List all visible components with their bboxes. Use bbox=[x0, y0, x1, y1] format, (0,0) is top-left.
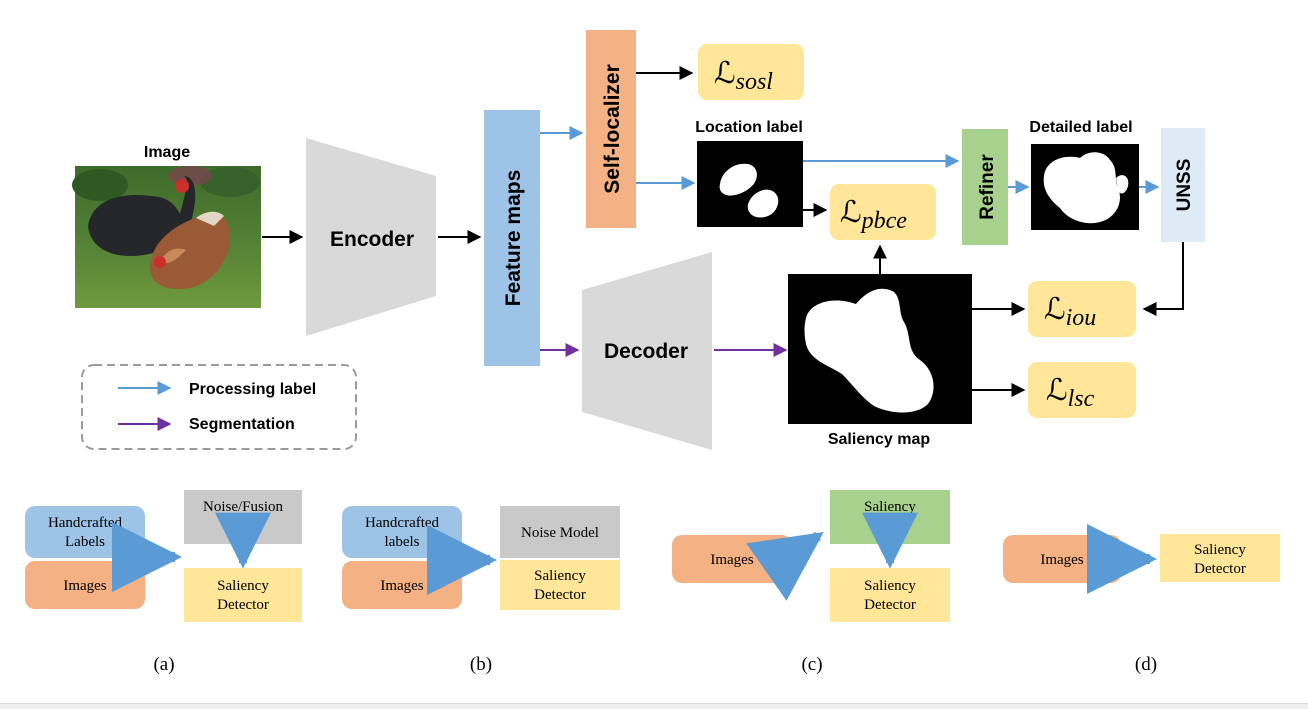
panel-b-detector-line2: Detector bbox=[534, 587, 586, 603]
panel-b-handcrafted-box bbox=[342, 506, 462, 558]
detailed-label-title: Detailed label bbox=[1029, 119, 1132, 136]
self-localizer-label: Self-localizer bbox=[601, 64, 624, 194]
panel-a-handcrafted-box bbox=[25, 506, 145, 558]
panel-b-handcrafted-line1: Handcrafted bbox=[365, 515, 440, 531]
panel-b-model-label: Noise Model bbox=[521, 525, 599, 541]
unss-label: UNSS bbox=[1174, 159, 1195, 212]
page-bottom-border bbox=[0, 703, 1308, 709]
panel-c: Images Saliency Model Saliency Detector … bbox=[672, 490, 950, 675]
panel-a-detector-line1: Saliency bbox=[217, 578, 269, 594]
panel-a-detector-line2: Detector bbox=[217, 597, 269, 613]
saliency-map-title: Saliency map bbox=[828, 431, 931, 448]
loss-sosl-label: ℒsosl bbox=[714, 57, 773, 95]
panel-b-handcrafted-line2: labels bbox=[385, 534, 420, 550]
refiner-label: Refiner bbox=[977, 154, 998, 220]
panel-a-detector-box bbox=[184, 568, 302, 622]
legend-box bbox=[81, 364, 357, 450]
panel-d-detector-line1: Saliency bbox=[1194, 542, 1246, 558]
panel-a: Handcrafted Labels Images Noise/Fusion M… bbox=[25, 490, 302, 675]
feature-maps-label: Feature maps bbox=[502, 170, 525, 307]
panel-b: Handcrafted labels Images Noise Model Sa… bbox=[342, 506, 620, 675]
encoder-label: Encoder bbox=[330, 228, 414, 251]
legend-segmentation-label: Segmentation bbox=[189, 416, 295, 433]
panel-a-handcrafted-line1: Handcrafted bbox=[48, 515, 123, 531]
panel-d-caption: (d) bbox=[1135, 654, 1157, 675]
location-label-mask bbox=[697, 141, 803, 227]
location-label-title: Location label bbox=[695, 119, 803, 136]
loss-iou-label: ℒiou bbox=[1044, 293, 1096, 331]
detailed-label-mask bbox=[1031, 144, 1139, 230]
loss-pbce-label: ℒpbce bbox=[840, 196, 907, 234]
panel-c-images-label: Images bbox=[710, 552, 753, 568]
panel-c-caption: (c) bbox=[801, 654, 822, 675]
panel-a-caption: (a) bbox=[153, 654, 174, 675]
panel-c-model-line1: Saliency bbox=[864, 499, 916, 515]
panel-a-images-label: Images bbox=[63, 578, 106, 594]
panel-b-model-box bbox=[500, 506, 620, 558]
image-title: Image bbox=[144, 144, 190, 161]
panel-c-arrow bbox=[746, 531, 824, 601]
loss-lsc-label: ℒlsc bbox=[1046, 374, 1095, 412]
panel-c-detector-box bbox=[830, 568, 950, 622]
decoder-label: Decoder bbox=[604, 340, 688, 363]
decoder-block bbox=[582, 252, 712, 450]
loss-lsc-box bbox=[1028, 362, 1136, 418]
panel-c-model-line2: Model bbox=[870, 518, 909, 534]
legend-processing-label: Processing label bbox=[189, 381, 316, 398]
panel-d-detector-line2: Detector bbox=[1194, 561, 1246, 577]
panel-c-detector-line1: Saliency bbox=[864, 578, 916, 594]
loss-sosl-box bbox=[698, 44, 804, 100]
self-localizer-block bbox=[586, 30, 636, 228]
panel-c-detector-line2: Detector bbox=[864, 597, 916, 613]
panel-b-detector-box bbox=[500, 560, 620, 610]
panel-b-caption: (b) bbox=[470, 654, 492, 675]
unss-block bbox=[1161, 128, 1205, 242]
panel-b-detector-line1: Saliency bbox=[534, 568, 586, 584]
panel-d-detector-box bbox=[1160, 534, 1280, 582]
panel-d-images-label: Images bbox=[1040, 552, 1083, 568]
feature-maps-block bbox=[484, 110, 540, 366]
arrow-unss-to-iou bbox=[1142, 242, 1184, 316]
refiner-block bbox=[962, 129, 1008, 245]
chicken-photo bbox=[72, 166, 261, 308]
loss-iou-box bbox=[1028, 281, 1136, 337]
loss-pbce-box bbox=[830, 184, 936, 240]
panel-a-model-line1: Noise/Fusion bbox=[203, 499, 284, 515]
encoder-block bbox=[306, 138, 436, 336]
panel-b-images-label: Images bbox=[380, 578, 423, 594]
panel-a-handcrafted-line2: Labels bbox=[65, 534, 105, 550]
saliency-map-image bbox=[788, 274, 972, 424]
panel-d: Images Saliency Detector (d) bbox=[1003, 524, 1280, 675]
panel-a-model-line2: Model bbox=[223, 518, 262, 534]
